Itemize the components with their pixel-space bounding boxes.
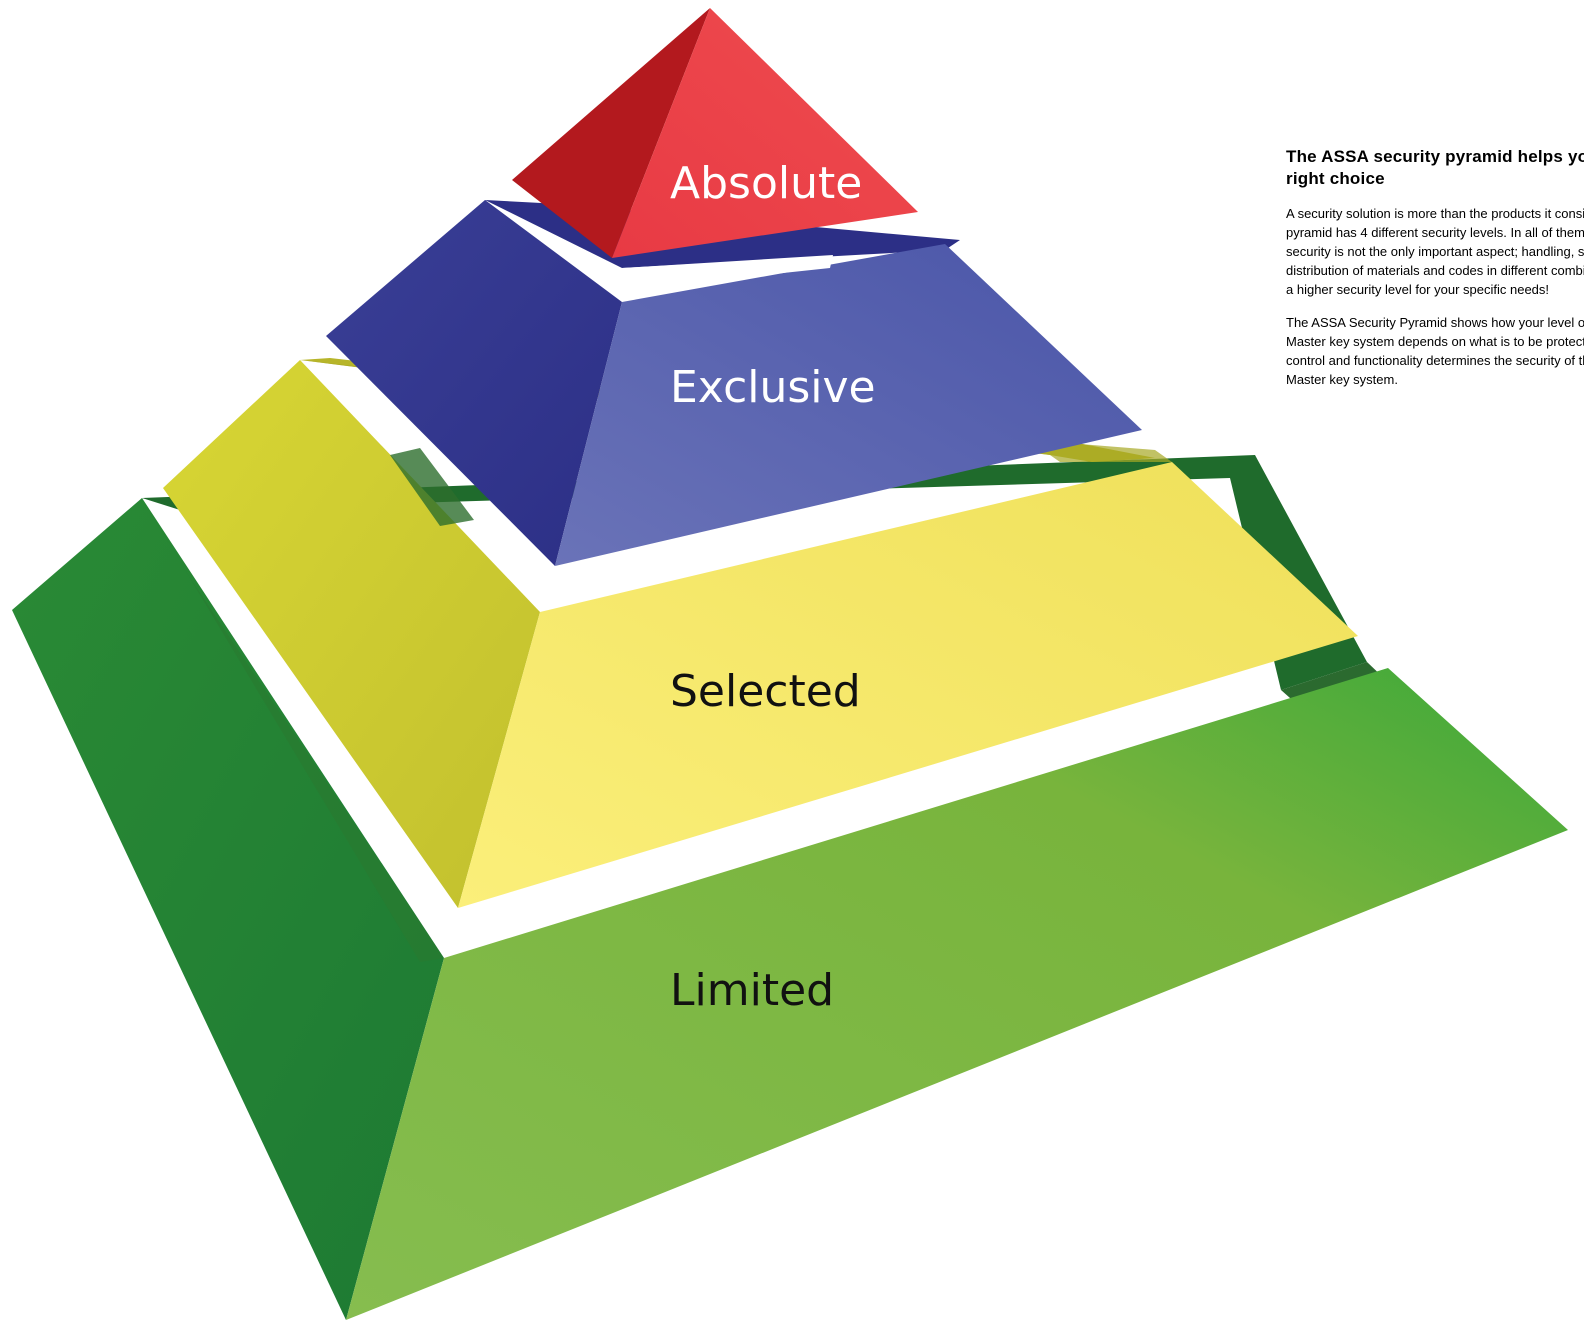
description-panel: The ASSA security pyramid helps you make… <box>1286 146 1584 403</box>
description-paragraph-1: A security solution is more than the pro… <box>1286 206 1584 297</box>
selected-front-face <box>458 462 1358 908</box>
level-exclusive <box>326 200 1142 566</box>
label-exclusive: Exclusive <box>670 362 876 413</box>
label-limited: Limited <box>670 965 834 1016</box>
absolute-left-face <box>512 8 710 258</box>
selected-inner-green <box>390 448 474 526</box>
level-limited <box>12 455 1568 1320</box>
level-absolute <box>512 8 918 258</box>
label-absolute: Absolute <box>670 158 862 209</box>
exclusive-left-face <box>326 200 622 566</box>
description-title: The ASSA security pyramid helps you make… <box>1286 147 1584 188</box>
limited-back-strip <box>142 455 1367 690</box>
description-paragraph-2: The ASSA Security Pyramid shows how your… <box>1286 315 1584 387</box>
exclusive-front-face <box>555 244 1142 566</box>
absolute-front-face <box>612 8 918 258</box>
exclusive-inner-gap <box>622 255 833 290</box>
limited-left-rim <box>142 498 444 962</box>
limited-left-face <box>12 498 444 1320</box>
label-selected: Selected <box>670 666 861 717</box>
selected-left-face <box>163 360 540 908</box>
limited-front-face <box>346 668 1568 1320</box>
